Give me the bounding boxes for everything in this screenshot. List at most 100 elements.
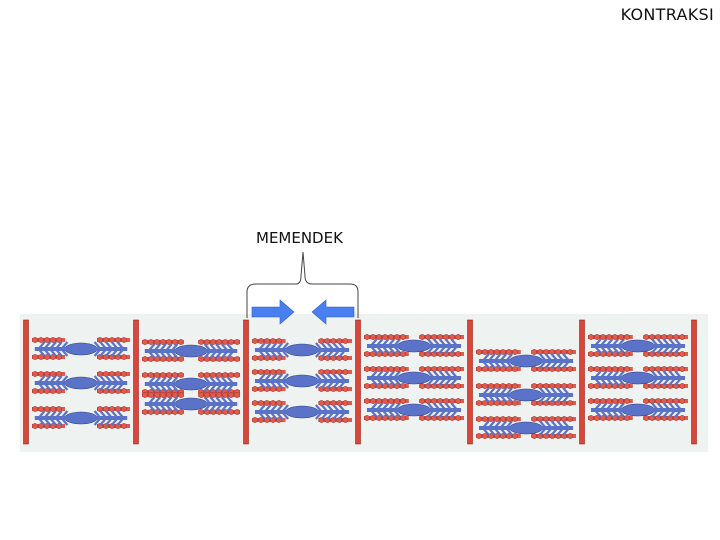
myosin-head: [209, 343, 218, 359]
myosin-head: [392, 370, 401, 386]
actin-bead: [178, 372, 184, 378]
myosin-head: [263, 404, 272, 420]
actin-bead: [336, 338, 343, 344]
actin-bead: [618, 398, 624, 404]
myosin-head: [315, 342, 324, 358]
actin-bead: [342, 386, 349, 392]
actin-bead: [264, 369, 270, 375]
myosin-head: [326, 342, 335, 358]
actin-bead: [142, 339, 148, 345]
actin-bead: [264, 386, 270, 392]
myosin-head: [99, 410, 108, 426]
myosin-head: [375, 338, 384, 354]
actin-bead: [388, 383, 394, 389]
myosin-head: [562, 353, 571, 369]
actin-bead: [400, 383, 406, 389]
actin-bead: [600, 383, 606, 389]
actin-bead: [198, 356, 205, 362]
actin-bead: [121, 423, 127, 429]
actin-bead: [142, 372, 148, 378]
actin-bead: [44, 423, 50, 429]
actin-bead: [567, 349, 574, 355]
myosin-head: [438, 402, 447, 418]
actin-bead: [228, 372, 235, 378]
actin-bead: [679, 398, 686, 404]
actin-bead: [258, 400, 264, 406]
actin-bead: [512, 349, 518, 355]
actin-bead: [594, 366, 600, 372]
actin-bead: [154, 409, 160, 415]
myosin-head: [432, 370, 442, 386]
myosin-head: [493, 353, 502, 369]
myosin-head: [498, 353, 508, 369]
myosin-head: [164, 343, 173, 359]
myosin-head: [269, 404, 278, 420]
actin-bead: [50, 371, 56, 377]
actin-bead: [618, 334, 624, 340]
actin-bead: [276, 386, 282, 392]
myosin-head: [263, 342, 272, 358]
actin-bead: [612, 398, 618, 404]
actin-bead: [376, 415, 382, 421]
actin-bead: [336, 369, 343, 375]
actin-bead: [216, 409, 223, 415]
actin-bead: [198, 409, 205, 415]
actin-bead: [618, 383, 624, 389]
actin-bead: [198, 339, 205, 345]
actin-bead: [394, 383, 400, 389]
actin-bead: [455, 351, 462, 357]
actin-bead: [512, 416, 518, 422]
actin-bead: [44, 371, 50, 377]
actin-bead: [148, 372, 154, 378]
actin-bead: [103, 337, 109, 343]
myosin-head: [338, 404, 347, 420]
actin-bead: [318, 369, 325, 375]
actin-bead: [97, 371, 103, 377]
actin-bead: [370, 366, 376, 372]
actin-bead: [567, 416, 574, 422]
actin-bead: [258, 369, 264, 375]
actin-bead: [178, 409, 184, 415]
myosin-head: [444, 402, 453, 418]
actin-bead: [679, 334, 686, 340]
actin-bead: [342, 369, 349, 375]
actin-bead: [388, 415, 394, 421]
actin-bead: [198, 392, 205, 398]
actin-bead: [679, 415, 686, 421]
myosin-head: [257, 373, 266, 389]
myosin-head: [668, 402, 677, 418]
actin-bead: [44, 388, 50, 394]
actin-bead: [228, 392, 235, 398]
myosin-head: [338, 373, 347, 389]
actin-bead: [488, 433, 494, 439]
actin-bead: [264, 338, 270, 344]
brace-label: MEMENDEK: [256, 229, 343, 247]
actin-bead: [216, 392, 223, 398]
myosin-head: [257, 342, 266, 358]
actin-bead: [476, 433, 482, 439]
myosin-head: [610, 338, 620, 354]
actin-bead: [606, 415, 612, 421]
myosin-head: [444, 338, 453, 354]
myosin-head: [110, 410, 120, 426]
actin-bead: [482, 416, 488, 422]
myosin-head: [93, 341, 103, 357]
myosin-head: [616, 338, 625, 354]
actin-bead: [476, 400, 482, 406]
actin-bead: [512, 383, 518, 389]
myosin-head: [487, 387, 496, 403]
actin-bead: [512, 366, 518, 372]
myosin-head: [147, 376, 156, 392]
actin-bead: [364, 398, 370, 404]
actin-bead: [50, 406, 56, 412]
myosin-head: [504, 353, 513, 369]
myosin-head: [487, 420, 496, 436]
myosin-head: [215, 396, 224, 412]
actin-bead: [494, 416, 500, 422]
actin-bead: [178, 356, 184, 362]
myosin-head: [651, 338, 660, 354]
actin-bead: [643, 383, 650, 389]
actin-bead: [588, 334, 594, 340]
myosin-head: [158, 376, 167, 392]
myosin-head: [320, 373, 330, 389]
